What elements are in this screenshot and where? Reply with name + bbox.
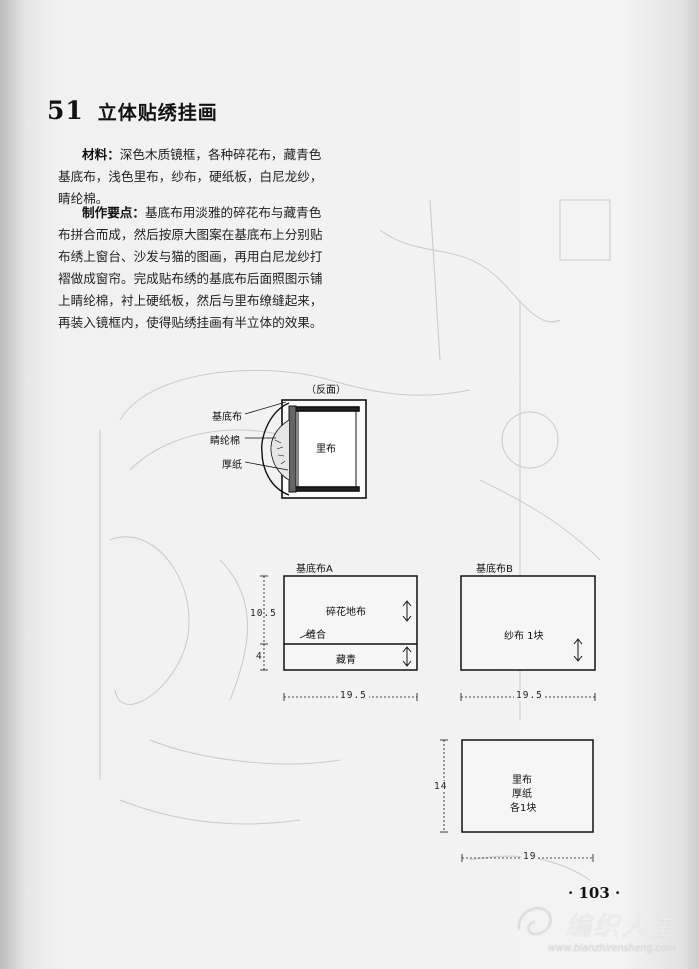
label-cardboard: 厚纸 [222,460,242,471]
label-base-cloth: 基底布 [212,412,242,423]
pattern-a-height-upper: 10.5 [250,608,277,619]
materials-label: 材料： [82,147,120,162]
pattern-b-label: 纱布 1块 [504,631,544,642]
materials-text: 深色木质镜框，各种碎花布，藏青色基底布，浅色里布，纱布，硬纸板，白尼龙纱，睛纶棉… [58,147,323,206]
pattern-b-width: 19.5 [514,690,545,701]
pattern-a-height-lower: 4 [256,651,263,662]
pattern-a-width: 19.5 [338,690,369,701]
watermark-text: 编织人生 [565,912,678,942]
section-number: 51 [47,96,84,125]
section-title: 立体贴绣挂画 [97,102,218,124]
section-heading: 51 立体贴绣挂画 [47,96,218,125]
pattern-c-label-lining: 里布 [512,775,532,786]
pattern-a-seam-label: 缝合 [306,630,326,641]
pattern-a-lower-label: 藏青 [336,655,356,666]
pattern-a-upper-label: 碎花地布 [326,607,366,618]
pattern-a-title: 基底布A [296,564,333,575]
pattern-c-height: 14 [434,781,448,792]
label-batting: 睛纶棉 [210,436,240,447]
label-lining: 里布 [316,444,336,455]
watermark-url: www.bianzhirensheng.com [548,943,676,954]
materials-paragraph: 材料：深色木质镜框，各种碎花布，藏青色基底布，浅色里布，纱布，硬纸板，白尼龙纱，… [58,144,325,210]
page-number: · 103 · [568,884,621,902]
pattern-c-label-quantity: 各1块 [510,803,537,814]
cross-section-caption: （反面） [306,385,346,396]
watermark-logo-icon [517,906,553,936]
method-label: 制作要点： [82,205,145,220]
pattern-b-title: 基底布B [476,564,513,575]
pattern-c-label-cardboard: 厚纸 [512,789,532,800]
method-text: 基底布用淡雅的碎花布与藏青色布拼合而成，然后按原大图案在基底布上分别贴布绣上窗台… [58,205,323,330]
method-paragraph: 制作要点：基底布用淡雅的碎花布与藏青色布拼合而成，然后按原大图案在基底布上分别贴… [58,202,325,334]
pattern-c-width: 19 [521,851,539,862]
